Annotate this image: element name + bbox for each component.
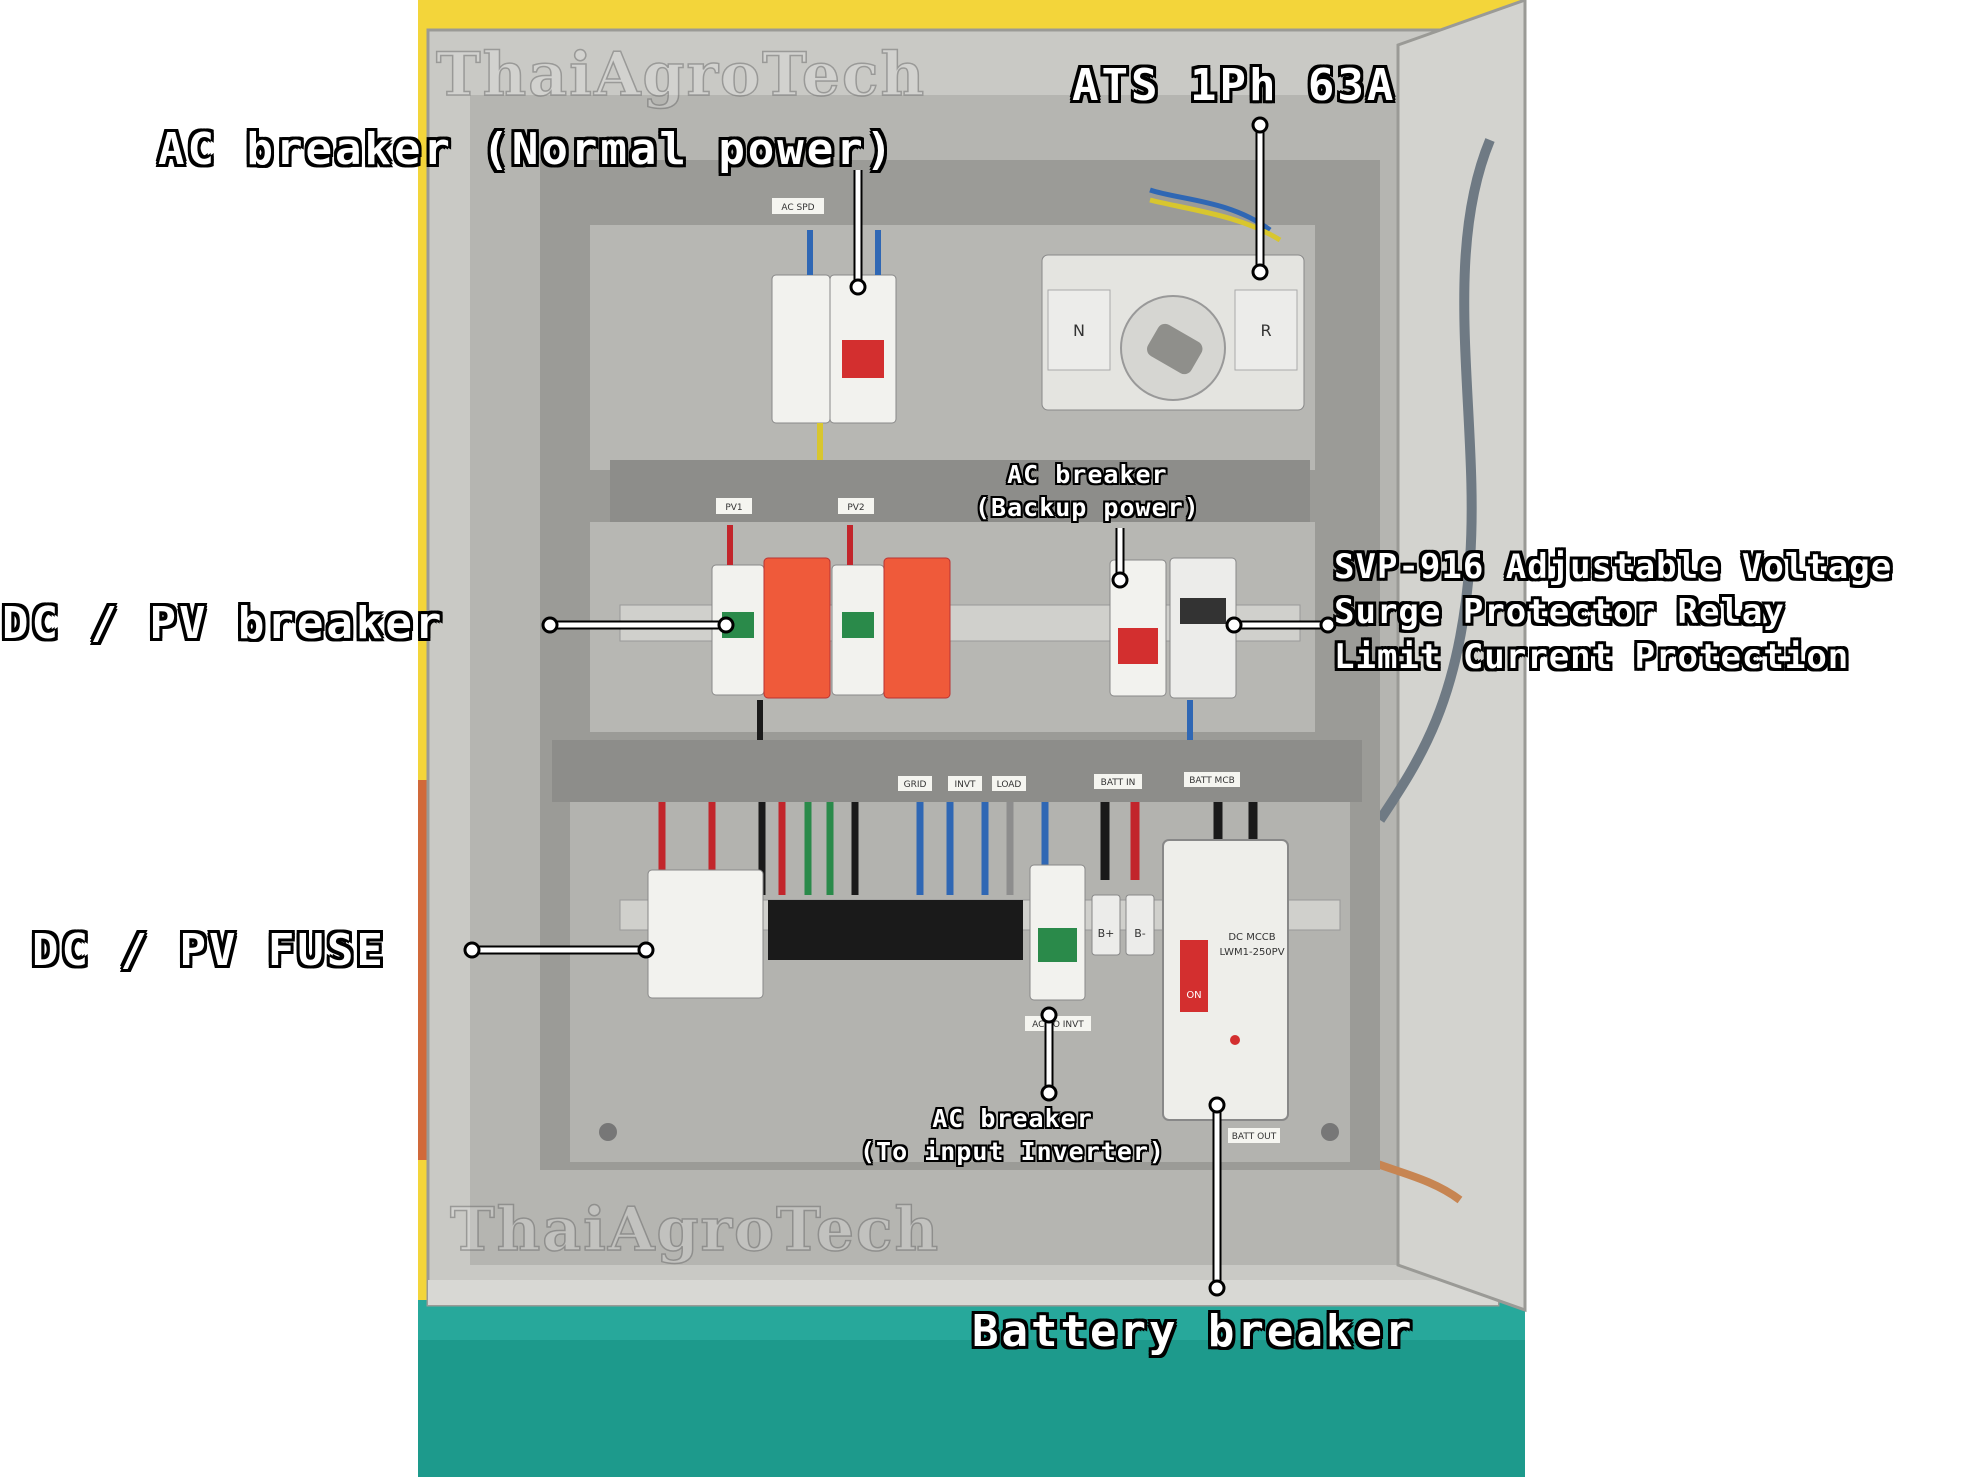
battery-mccb [1162,839,1289,1121]
mccb-title: DC MCCB [1228,932,1275,943]
callout-ats: ATS 1Ph 63A [1072,60,1397,111]
dot-fuse-start [463,941,481,959]
pv1-spd [763,557,831,699]
white-margin-left [0,0,418,1477]
door-cable-loom [1375,138,1495,823]
tag-pv2: PV2 [847,503,864,513]
terminal-block-strip [768,900,1023,960]
batt-out-tag-bg [1228,1128,1280,1143]
pv1-tag-bg [716,498,752,514]
grid-tag-bg [898,776,932,791]
tag-ac-spd: AC SPD [781,203,814,213]
dot-battery-end [1208,1279,1226,1297]
callout-ac-breaker-backup: AC breaker (Backup power) [975,460,1200,522]
dot-ac-inverter [1040,1006,1058,1024]
dot-ats [1251,263,1269,281]
ac-to-invt-tag-bg [1025,1016,1091,1031]
ats-knob-handle [1147,323,1203,375]
ats-n-module [1047,289,1111,371]
watermark-bottom: ThaiAgroTech [449,1194,941,1266]
panel-screw-left [599,1123,617,1141]
tag-batt-out: BATT OUT [1232,1132,1277,1142]
callout-dc-pv-breaker: DC / PV breaker [2,598,445,649]
tag-batt-in: BATT IN [1101,778,1136,788]
invt-tag-bg [948,776,982,791]
dot-battery [1208,1096,1226,1114]
dot-ac-backup [1111,571,1129,589]
white-margin-right [1525,0,1979,1477]
tag-load: LOAD [997,780,1022,790]
callout-dc-pv-fuse: DC / PV FUSE [32,925,386,976]
pv2-breaker-toggle [842,612,874,638]
ats-r-label: R [1260,321,1271,340]
ats-r-module [1234,289,1298,371]
ac-breaker-normal-toggle [842,340,884,378]
bminus-terminal [1125,894,1155,956]
mccb-on-label: ON [1186,990,1201,1001]
ac-spd [771,274,831,424]
leader-lines [472,125,1328,1288]
ac-breaker-inverter-toggle [1038,928,1077,962]
dot-dc-pv-start [541,616,559,634]
tag-batt-mcb: BATT MCB [1189,776,1235,786]
bminus-label: B- [1134,927,1146,940]
lower-cable-duct [552,740,1362,802]
panel-screw-right [1321,1123,1339,1141]
ac-breaker-backup-toggle [1118,628,1158,664]
dot-ac-inverter-end [1040,1084,1058,1102]
battery-mccb-handle [1180,940,1208,1012]
mccb-model: LWM1-250PV [1219,947,1284,958]
dot-fuse [637,941,655,959]
ats-n-label: N [1073,321,1085,340]
dot-svp [1225,616,1243,634]
mccb-indicator [1230,1035,1240,1045]
dc-pv-fuse-holder [647,869,764,999]
enclosure-bottom-edge [428,1280,1498,1305]
tag-pv1: PV1 [725,503,742,513]
wire-ats-top-2 [1149,197,1282,243]
dot-ac-normal [849,278,867,296]
tag-ac-to-invt: AC TO INVT [1032,1020,1084,1030]
callout-battery-breaker: Battery breaker [972,1306,1415,1357]
tag-grid: GRID [904,780,927,790]
upper-cable-duct [610,460,1310,522]
batt-in-tag-bg [1094,774,1142,789]
callout-ac-breaker-inverter: AC breaker (To input Inverter) [860,1104,1165,1166]
dot-svp-end [1319,616,1337,634]
pv2-spd [883,557,951,699]
callout-svp-relay: SVP-916 Adjustable Voltage Surge Protect… [1334,547,1893,677]
svp-916-display [1180,598,1226,624]
ac-spd-tag [772,198,824,214]
floor-reflection [418,1300,1525,1340]
batt-mcb-tag-bg [1184,772,1240,787]
pv2-tag-bg [838,498,874,514]
callout-ac-breaker-normal: AC breaker (Normal power) [158,124,896,175]
load-tag-bg [992,776,1026,791]
watermark-top: ThaiAgroTech [435,39,927,111]
dot-ats-top [1251,116,1269,134]
bplus-label: B+ [1098,927,1115,940]
dot-dc-pv [717,616,735,634]
tag-invt: INVT [954,780,976,790]
leader-dots [463,116,1337,1297]
bplus-terminal [1091,894,1121,956]
